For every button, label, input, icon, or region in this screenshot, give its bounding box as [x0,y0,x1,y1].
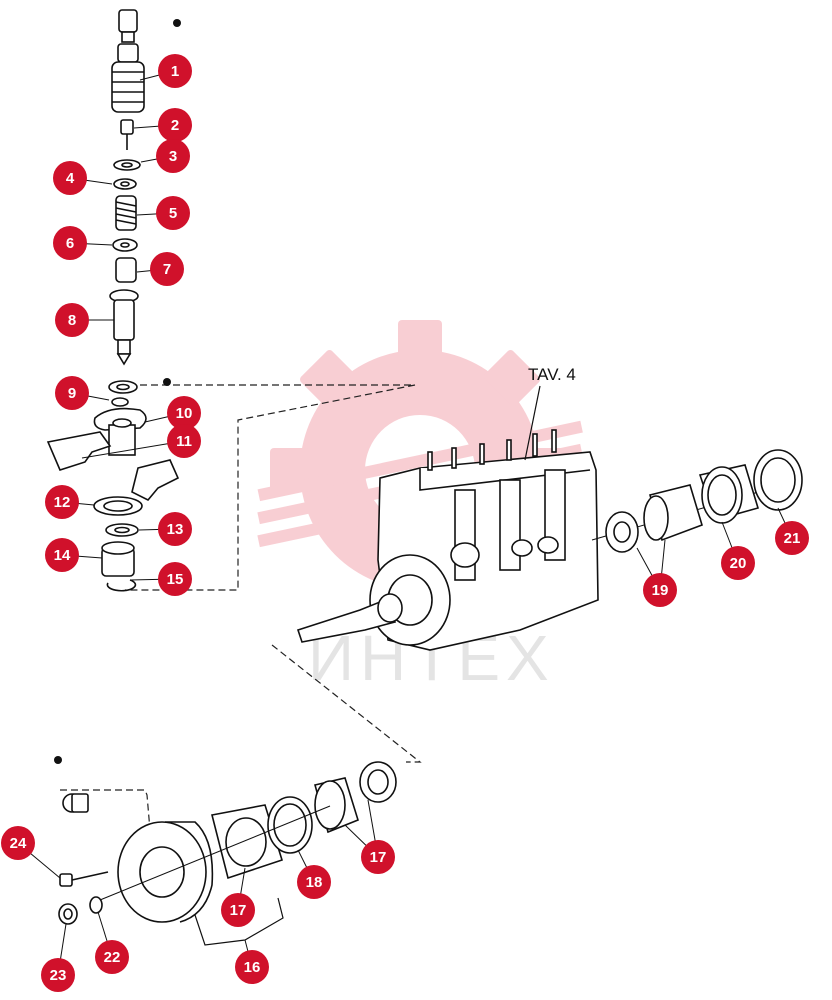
marker-dot [173,19,181,27]
callout-badge [53,161,87,195]
callout-number: 14 [54,547,71,564]
callout-number: 9 [68,385,76,402]
marker-dot [54,756,62,764]
callout-number: 1 [171,63,179,80]
callout-number: 18 [306,874,323,891]
callout-leader [81,440,185,459]
callout-badge [235,950,269,984]
callout-number: 19 [652,582,669,599]
callout-number: 20 [730,555,747,572]
callout-number: 15 [167,571,184,588]
callout-badge [55,303,89,337]
callout-number: 11 [176,433,192,450]
callout-badge [221,893,255,927]
callout-badge [45,485,79,519]
callout-badge [150,252,184,286]
callout-badge [158,108,192,142]
callout-badge [156,139,190,173]
callout-badge [158,512,192,546]
callout-badge [721,546,755,580]
callout-number: 24 [10,835,27,852]
pump-housing [369,429,599,651]
callout-badge [297,865,331,899]
callout-number: 5 [169,205,177,222]
callout-badge [361,840,395,874]
callout-badge [95,940,129,974]
callout-badge [1,826,35,860]
callout-number: 16 [244,959,261,976]
callout-badge [167,396,201,430]
callout-badge [55,376,89,410]
drive-shaft [296,593,403,643]
callout-badge [156,196,190,230]
callout-number: 4 [66,170,75,187]
callout-number: 7 [163,261,171,278]
callout-number: 10 [176,405,193,422]
callout-number: 17 [230,902,247,919]
callout-badge [158,54,192,88]
right-bearing-parts [591,449,803,553]
callout-badge [45,538,79,572]
callout-badge [643,573,677,607]
reference-label: TAV. 4 [528,365,576,384]
callout-badge [775,521,809,555]
callout-number: 8 [68,312,76,329]
callout-number: 22 [104,949,121,966]
callout-badge [158,562,192,596]
bottom-drive-parts [58,761,397,925]
callout-number: 17 [370,849,387,866]
callout-number: 23 [50,967,67,984]
marker-dot [163,378,171,386]
pump-element-stack [46,9,180,592]
callout-badge [41,958,75,992]
callout-number: 21 [784,530,801,547]
callout-badge [167,424,201,458]
callout-number: 6 [66,235,74,252]
callout-number: 12 [54,494,71,511]
callout-number: 3 [169,148,177,165]
dashed-leader-lines [60,384,422,831]
callout-number: 2 [171,117,179,134]
callout-badge [53,226,87,260]
callout-number: 13 [167,521,184,538]
